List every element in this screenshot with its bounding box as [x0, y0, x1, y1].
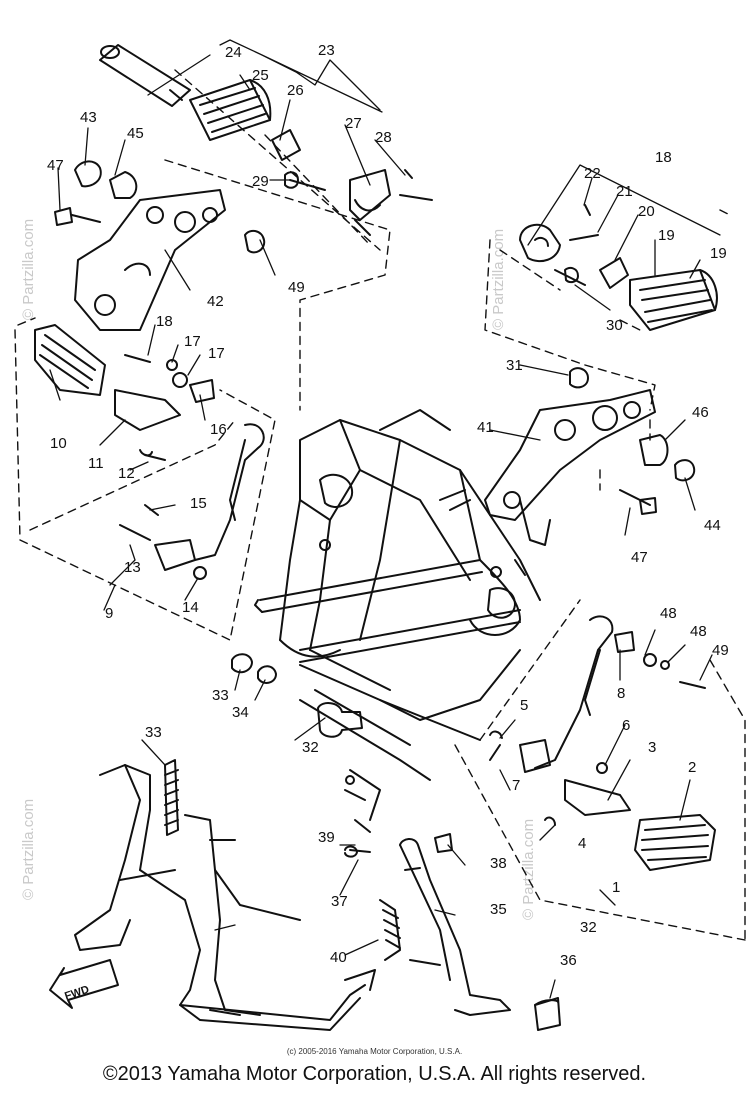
callout-38: 38	[490, 855, 507, 872]
nuts-47-48-49-left	[54, 160, 138, 226]
callout-49: 49	[288, 279, 305, 296]
callout-31: 31	[506, 357, 523, 374]
callout-27: 27	[345, 115, 362, 132]
dash-group-9	[14, 317, 276, 641]
callout-25: 25	[252, 67, 269, 84]
callout-labels: 1234567891011121314151617171818191920212…	[47, 42, 729, 969]
callout-39: 39	[318, 829, 335, 846]
footer-copyright: ©2013 Yamaha Motor Corporation, U.S.A. A…	[102, 1063, 647, 1085]
callout-3: 3	[648, 739, 656, 756]
dash-group-26	[174, 69, 381, 251]
callout-26: 26	[287, 82, 304, 99]
callout-42: 42	[207, 293, 224, 310]
callout-9: 9	[105, 605, 113, 622]
stand-spring-44	[379, 899, 441, 966]
callout-16: 16	[210, 421, 227, 438]
callout-44: 44	[704, 517, 721, 534]
callout-2: 2	[688, 759, 696, 776]
callout-28: 28	[375, 129, 392, 146]
fwd-label: FWD	[63, 984, 91, 1003]
callout-14: 14	[182, 599, 199, 616]
side-stand	[344, 819, 511, 1016]
callout-41: 41	[477, 419, 494, 436]
callout-30: 30	[606, 317, 623, 334]
callout-32: 32	[580, 919, 597, 936]
frame	[254, 409, 551, 821]
callout-33: 33	[145, 724, 162, 741]
dash-group-46	[164, 159, 391, 411]
callout-5: 5	[520, 697, 528, 714]
callout-20: 20	[638, 203, 655, 220]
callout-24: 24	[225, 44, 242, 61]
callout-7: 7	[512, 777, 520, 794]
stand-spring-36	[164, 759, 179, 836]
callout-21: 21	[616, 183, 633, 200]
callout-17: 17	[184, 333, 201, 350]
dash-group-20	[484, 209, 731, 411]
callout-11: 11	[88, 455, 104, 472]
callout-8: 8	[617, 685, 625, 702]
callout-48: 48	[660, 605, 677, 622]
callout-47: 47	[631, 549, 648, 566]
frame-bolts-35-37-38	[231, 653, 363, 738]
callout-29: 29	[252, 173, 269, 190]
callout-19: 19	[710, 245, 727, 262]
dash-group-45	[599, 419, 651, 491]
callout-18: 18	[655, 149, 672, 166]
rider-footrest-right	[489, 615, 716, 871]
callout-34: 34	[232, 704, 249, 721]
callout-32: 32	[302, 739, 319, 756]
callout-15: 15	[190, 495, 207, 512]
callout-40: 40	[330, 949, 347, 966]
callout-22: 22	[584, 165, 601, 182]
callout-12: 12	[118, 465, 135, 482]
callout-35: 35	[490, 901, 507, 918]
passenger-footrest-left	[99, 44, 433, 236]
callout-43: 43	[80, 109, 97, 126]
callout-47: 47	[47, 157, 64, 174]
callout-13: 13	[124, 559, 141, 576]
rider-footrest-left	[34, 324, 265, 580]
rubber-40	[534, 997, 561, 1031]
callout-48: 48	[690, 623, 707, 640]
callout-19: 19	[658, 227, 675, 244]
callout-36: 36	[560, 952, 577, 969]
callout-17: 17	[208, 345, 225, 362]
callout-46: 46	[692, 404, 709, 421]
callout-1: 1	[612, 879, 620, 896]
callout-49: 49	[712, 642, 729, 659]
bracket-45	[484, 367, 656, 521]
callout-6: 6	[622, 717, 630, 734]
passenger-footrest-right	[519, 204, 718, 331]
callout-45: 45	[127, 125, 144, 142]
callout-33: 33	[212, 687, 229, 704]
bracket-46	[74, 189, 266, 331]
fwd-arrow	[49, 959, 119, 1009]
callout-37: 37	[331, 893, 348, 910]
center-stand	[74, 764, 376, 1031]
callout-18: 18	[156, 313, 173, 330]
dash-group-1	[454, 599, 746, 941]
callout-10: 10	[50, 435, 67, 452]
nuts-47-48-49-right	[619, 434, 696, 515]
diagram-copyright: (c) 2005-2016 Yamaha Motor Corporation, …	[286, 1047, 463, 1056]
leader-lines	[49, 39, 721, 999]
callout-4: 4	[578, 835, 586, 852]
callout-23: 23	[318, 42, 335, 59]
